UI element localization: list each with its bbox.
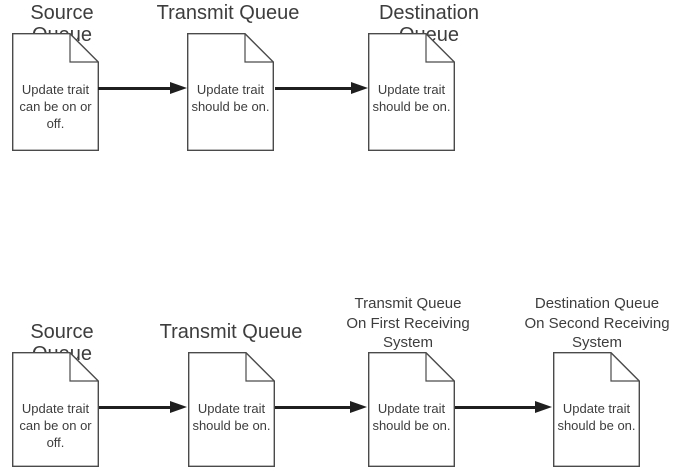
node-label-destination-queue-second-receiving: Destination Queue On Second Receiving Sy… (516, 294, 678, 353)
document-icon (553, 352, 640, 467)
document-shape-transmit-queue-2: Update trait should be on. (188, 352, 275, 467)
document-shape-source-queue-2: Update trait can be on or off. (12, 352, 99, 467)
node-label-transmit-queue-first-receiving: Transmit Queue On First Receiving System (328, 294, 488, 353)
doc-text-line: should be on. (372, 99, 451, 114)
doc-text-line: Update trait (377, 82, 446, 97)
arrow-head-icon (535, 401, 552, 413)
label-line: Transmit Queue (354, 295, 462, 312)
document-text: Update trait can be on or off. (12, 81, 99, 132)
arrow-shaft (275, 406, 355, 409)
document-icon (12, 33, 99, 151)
document-icon (368, 33, 455, 151)
arrow-head-icon (170, 82, 187, 94)
flow-arrow (455, 401, 552, 414)
doc-text-line: should be on. (192, 418, 271, 433)
document-shape-transmit-queue: Update trait should be on. (187, 33, 274, 151)
document-shape-destination-queue-second-receiving: Update trait should be on. (553, 352, 640, 467)
doc-text-line: should be on. (557, 418, 636, 433)
arrow-head-icon (170, 401, 187, 413)
doc-text-line: Update trait (21, 401, 90, 416)
arrow-shaft (455, 406, 540, 409)
arrow-head-icon (351, 82, 368, 94)
doc-text-line: can be on or (19, 418, 92, 433)
label-line: System (571, 334, 622, 351)
document-icon (187, 33, 274, 151)
document-text: Update trait can be on or off. (12, 400, 99, 451)
document-icon (368, 352, 455, 467)
doc-text-line: can be on or (19, 99, 92, 114)
flow-arrow (98, 82, 187, 95)
flow-arrow (275, 82, 368, 95)
node-label-transmit-queue: Transmit Queue (152, 2, 304, 24)
doc-text-line: Update trait (21, 82, 90, 97)
doc-text-line: Update trait (197, 401, 266, 416)
flow-arrow (275, 401, 367, 414)
doc-text-line: Update trait (562, 401, 631, 416)
doc-text-line: off. (46, 435, 65, 450)
document-text: Update trait should be on. (368, 81, 455, 115)
document-icon (188, 352, 275, 467)
label-line: On Second Receiving (524, 314, 670, 332)
document-shape-destination-queue: Update trait should be on. (368, 33, 455, 151)
doc-text-line: should be on. (372, 418, 451, 433)
label-line: On First Receiving (346, 314, 470, 332)
flow-arrow (99, 401, 187, 414)
doc-text-line: Update trait (377, 401, 446, 416)
node-label-transmit-queue-2: Transmit Queue (155, 321, 307, 343)
document-icon (12, 352, 99, 467)
arrow-shaft (275, 87, 356, 90)
document-shape-source-queue: Update trait can be on or off. (12, 33, 99, 151)
document-text: Update trait should be on. (187, 81, 274, 115)
label-line: Transmit Queue (156, 2, 300, 24)
arrow-shaft (99, 406, 175, 409)
arrow-head-icon (350, 401, 367, 413)
document-text: Update trait should be on. (188, 400, 275, 434)
document-text: Update trait should be on. (553, 400, 640, 434)
arrow-shaft (98, 87, 175, 90)
label-line: Transmit Queue (159, 321, 303, 343)
doc-text-line: should be on. (191, 99, 270, 114)
doc-text-line: Update trait (196, 82, 265, 97)
label-line: System (382, 334, 433, 351)
doc-text-line: off. (46, 116, 65, 131)
document-shape-transmit-queue-first-receiving: Update trait should be on. (368, 352, 455, 467)
label-line: Destination Queue (534, 295, 660, 312)
document-text: Update trait should be on. (368, 400, 455, 434)
